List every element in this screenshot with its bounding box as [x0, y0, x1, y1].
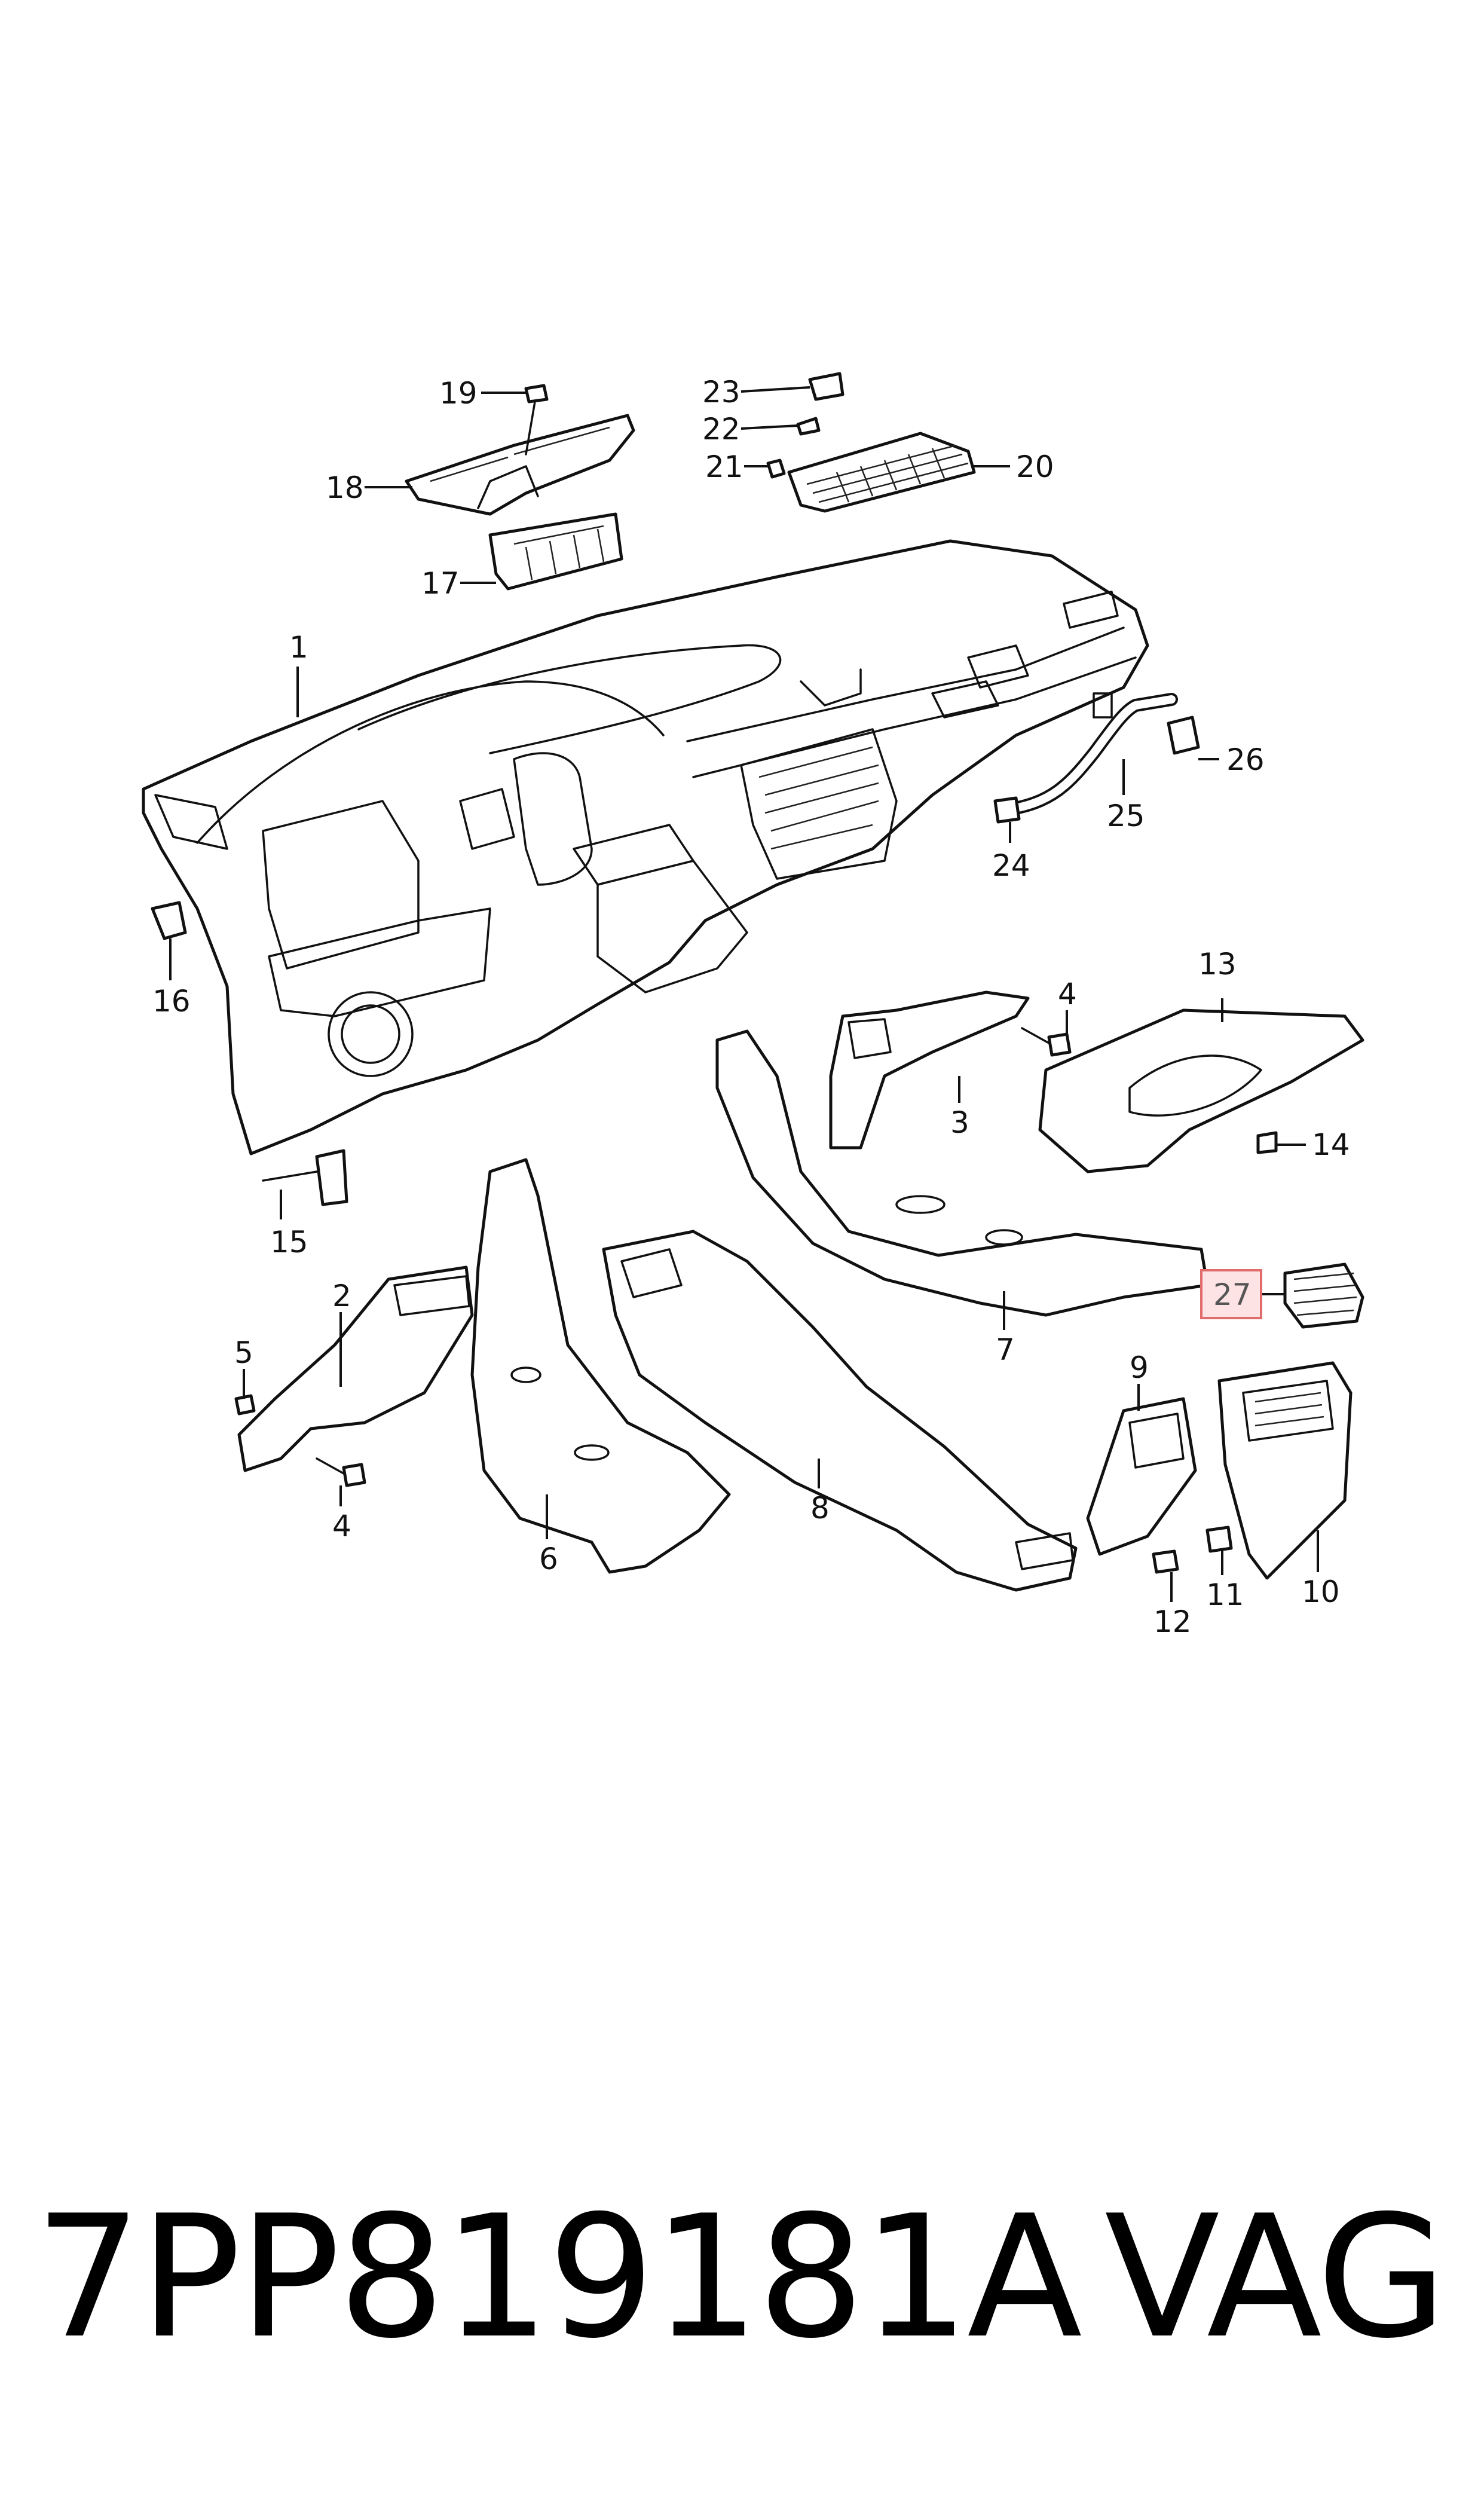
clip-19: [524, 384, 549, 455]
callout-7: 7: [996, 1332, 1015, 1367]
callout-16: 16: [152, 984, 191, 1019]
callout-4-lower: 4: [332, 1509, 351, 1543]
center-vent-housing: [405, 414, 635, 516]
callout-8: 8: [810, 1491, 830, 1526]
screw-4-lower: [316, 1457, 366, 1487]
duct-3: [829, 990, 1030, 1150]
callout-1: 1: [289, 630, 308, 665]
clip-16: [151, 901, 187, 940]
callout-22: 22: [702, 412, 741, 447]
clip-22: [796, 417, 821, 436]
callout-9: 9: [1130, 1350, 1149, 1385]
duct-2: [237, 1265, 474, 1472]
clip-5: [234, 1394, 256, 1416]
bracket-15: [262, 1149, 348, 1206]
screw-4-upper: [1021, 1027, 1072, 1057]
callout-12: 12: [1153, 1604, 1192, 1639]
callout-6: 6: [539, 1542, 558, 1576]
callout-20: 20: [1016, 450, 1054, 484]
callout-24: 24: [992, 848, 1030, 883]
callout-18: 18: [326, 470, 364, 505]
clip-12: [1152, 1549, 1179, 1574]
callout-23: 23: [702, 375, 741, 409]
callout-15: 15: [270, 1225, 308, 1259]
floor-duct-8: [602, 1230, 1078, 1592]
callout-4-upper: 4: [1058, 977, 1077, 1011]
callout-5: 5: [234, 1335, 253, 1370]
callout-27: 27: [1213, 1277, 1252, 1312]
callout-17: 17: [421, 566, 460, 601]
callout-10: 10: [1302, 1575, 1340, 1609]
callout-25: 25: [1107, 799, 1145, 833]
vent-9: [1086, 1397, 1197, 1556]
leader-lines: [169, 386, 1319, 1602]
callout-21: 21: [705, 450, 743, 484]
callout-2: 2: [332, 1279, 351, 1313]
callout-labels: 1 2 3 4 4 5 6 7 8 9 10 11 12 13 14 15 16…: [152, 375, 1350, 1639]
callout-13: 13: [1198, 947, 1237, 982]
duct-6: [470, 1158, 731, 1574]
callout-3: 3: [950, 1105, 969, 1140]
vent-grille-27: [1283, 1262, 1364, 1329]
hose-assembly: [993, 693, 1200, 824]
callout-19: 19: [439, 376, 478, 411]
footer: 7PP819181A VAG: [35, 2188, 1457, 2367]
part-number: 7PP819181A: [35, 2179, 1082, 2376]
air-filter-frame: [787, 432, 976, 513]
dashboard-panel: [142, 539, 1149, 1155]
callout-11: 11: [1206, 1578, 1244, 1612]
callout-26: 26: [1226, 742, 1265, 777]
air-duct-13: [1038, 1008, 1364, 1173]
highlight-box: [1200, 1269, 1262, 1319]
screw-14: [1256, 1131, 1278, 1154]
callout-27-highlight: 27: [1200, 1269, 1262, 1319]
clip-21: [766, 458, 786, 479]
center-vent-outlet: [488, 512, 623, 591]
rear-console-10: [1217, 1361, 1353, 1580]
callout-14: 14: [1312, 1127, 1350, 1162]
clip-11: [1205, 1526, 1233, 1553]
brand-label: VAG: [1104, 2179, 1447, 2376]
clip-23: [808, 372, 844, 401]
